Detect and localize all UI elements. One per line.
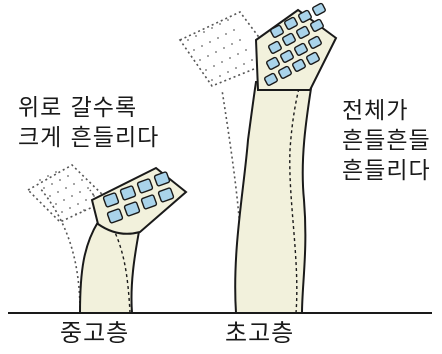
mid-rise-body [78,220,142,314]
high-rise-description-line-2: 흔들흔들 [342,128,431,154]
mid-rise-building [26,164,188,314]
high-rise-body [234,81,314,314]
mid-rise-ghost-top [39,171,95,215]
high-rise-description-line-1: 전체가 [342,98,409,124]
high-rise-ghost-top [187,19,253,81]
mid-rise-description-line-1: 위로 갈수록 [18,95,138,121]
mid-rise-name: 중고층 [60,319,130,347]
high-rise-building [178,2,338,314]
high-rise-inner-dash [289,83,301,314]
high-rise-windows [264,2,326,86]
mid-rise-description-line-2: 크게 흔들리다 [18,125,160,151]
mid-rise-description: 위로 갈수록 크게 흔들리다 [18,93,159,153]
mid-rise-inner-dash [111,225,131,314]
mid-rise-windows [102,171,175,224]
high-rise-description-line-3: 흔들리다 [342,158,431,184]
high-rise-name: 초고층 [225,319,295,347]
high-rise-description: 전체가 흔들흔들 흔들리다 [342,96,431,186]
